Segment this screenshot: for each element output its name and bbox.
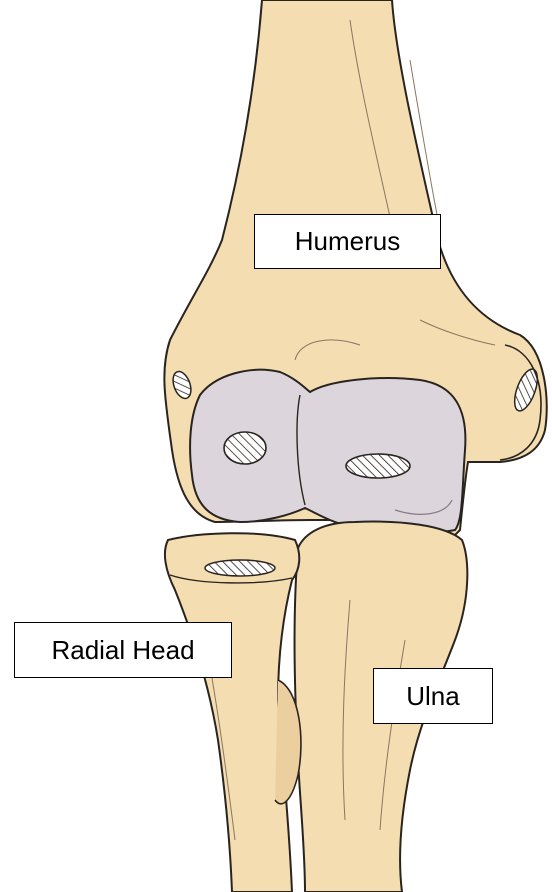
label-humerus: Humerus bbox=[254, 214, 441, 269]
label-ulna: Ulna bbox=[373, 668, 493, 724]
radial-head-mark bbox=[205, 560, 275, 576]
cartilage-mark-right bbox=[346, 454, 410, 478]
cartilage-mark-left bbox=[224, 432, 266, 464]
label-radial-head: Radial Head bbox=[14, 622, 232, 678]
